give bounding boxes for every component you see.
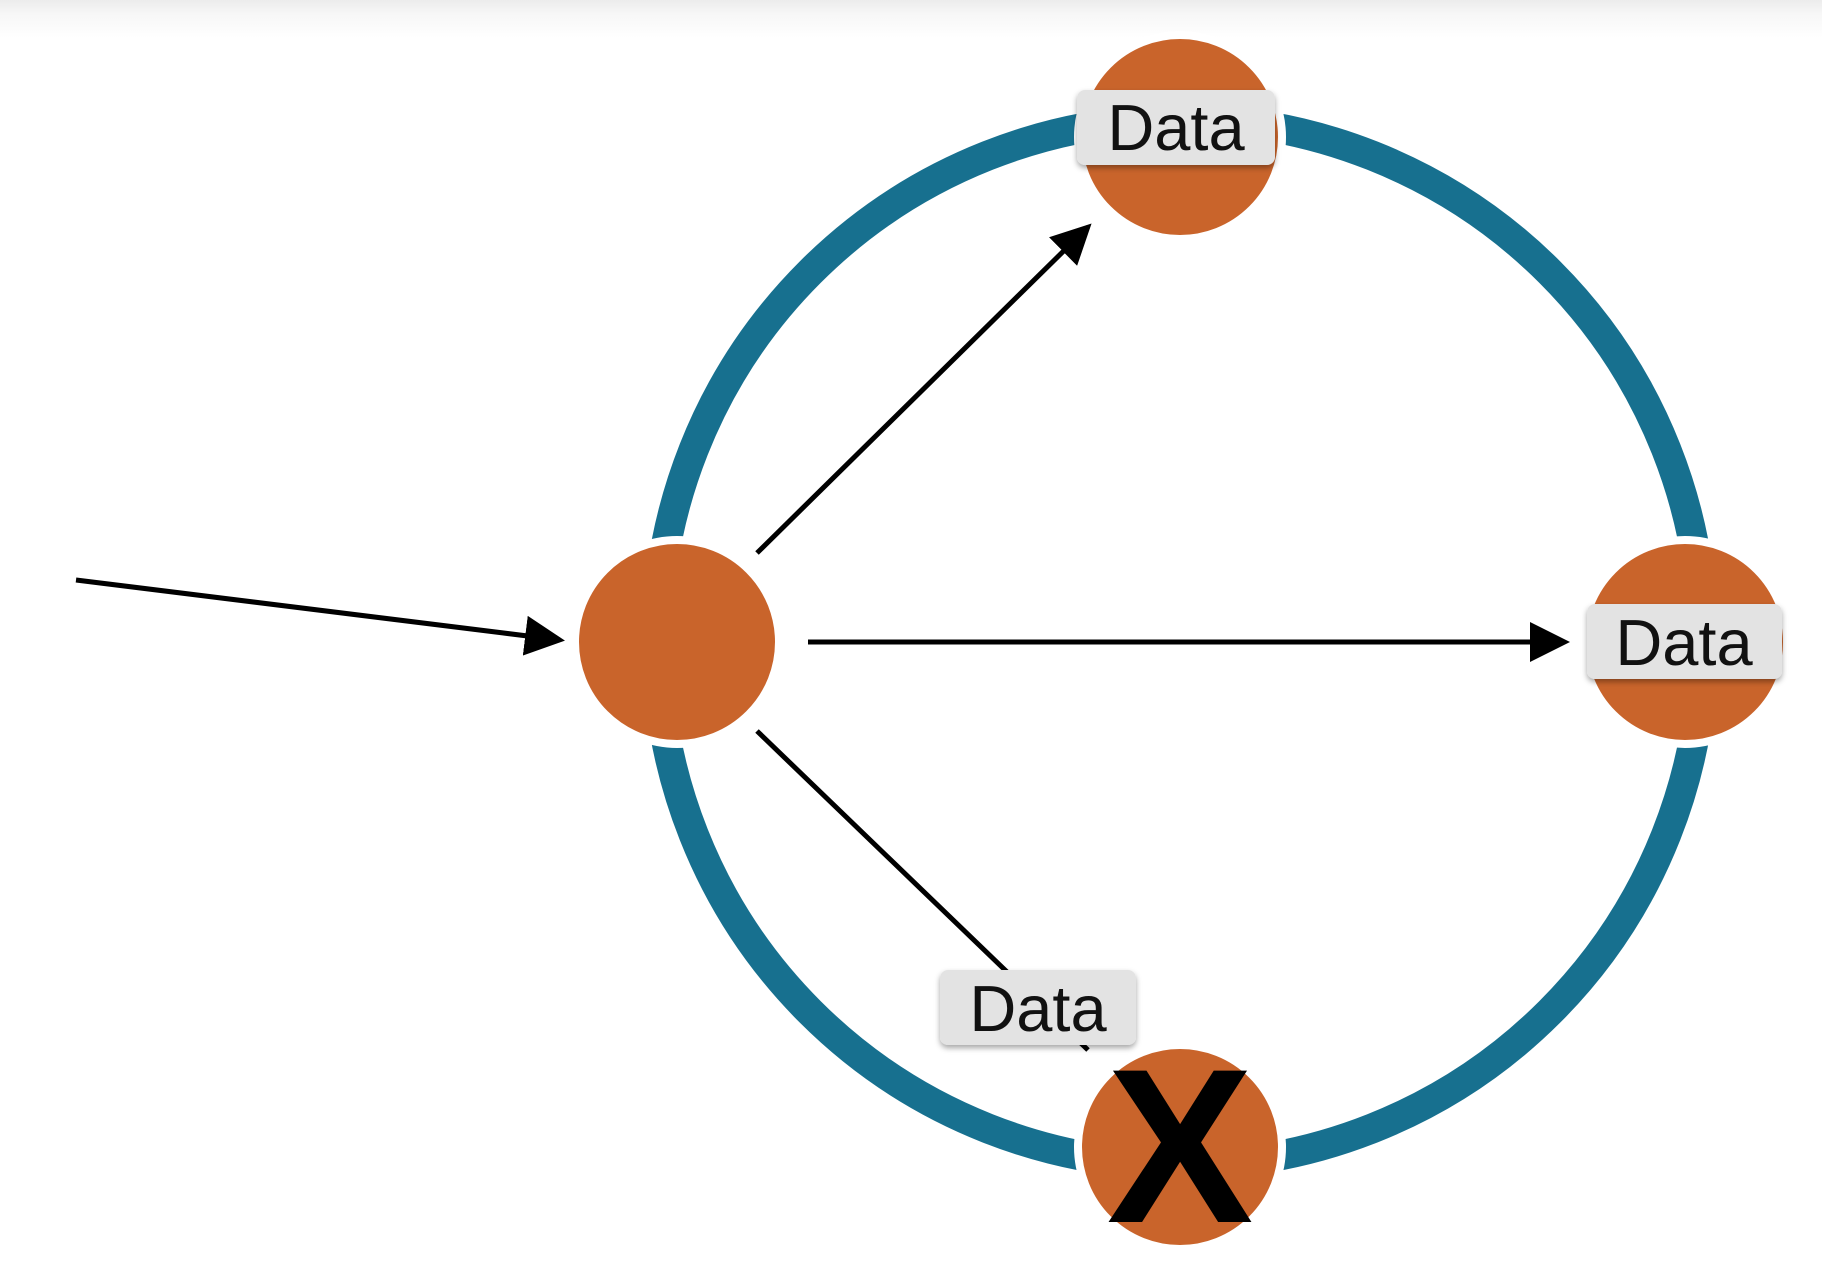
data-label-top-box [1077, 90, 1275, 165]
data-label-right-text: Data [1615, 606, 1753, 679]
data-label-right-box [1587, 604, 1782, 679]
data-label-top: Data [1077, 90, 1275, 165]
failed-x-marker: X [1107, 1023, 1254, 1263]
data-label-top-text: Data [1107, 91, 1245, 164]
data-label-bottom: Data [940, 970, 1136, 1045]
data-label-bottom-box [940, 970, 1136, 1045]
source-node [571, 536, 783, 748]
input-arrow [75, 577, 565, 656]
arrow-to-top-node [755, 223, 1092, 555]
bottom-node-failed [1074, 1041, 1286, 1253]
data-label-bottom-text: Data [969, 972, 1107, 1045]
data-label-right: Data [1587, 604, 1782, 679]
